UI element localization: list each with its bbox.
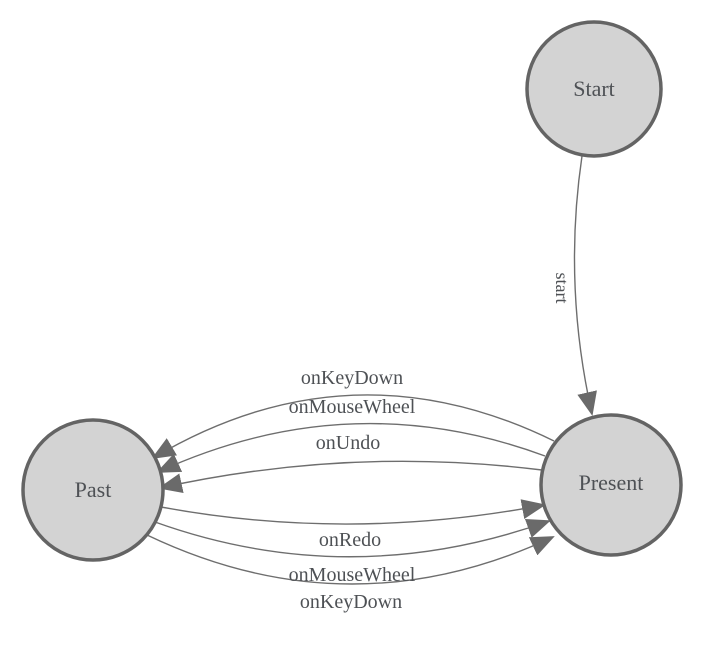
- node-past-label: Past: [75, 477, 112, 502]
- edge-label-onmousewheel-to-past: onMouseWheel: [289, 396, 416, 418]
- edge-label-onkeydown-to-present: onKeyDown: [300, 591, 402, 613]
- edge-label-start: start: [552, 273, 572, 304]
- edge-onmousewheel-to-past: [156, 422, 546, 473]
- node-present[interactable]: [539, 413, 683, 557]
- edge-onmousewheel-to-present: [154, 518, 551, 558]
- edge-onredo-to-present: [160, 499, 546, 525]
- edge-label-layer: start onKeyDown onMouseWheel onUndo onRe…: [289, 273, 572, 614]
- node-past[interactable]: [21, 418, 165, 562]
- node-start-label: Start: [573, 76, 615, 101]
- node-present-label: Present: [579, 470, 644, 495]
- edge-onkeydown-to-past: [151, 394, 555, 460]
- edge-onkeydown-to-present: [146, 534, 555, 585]
- edge-start-transition: [573, 155, 597, 416]
- edge-label-onundo-to-past: onUndo: [316, 432, 380, 454]
- edge-layer: [146, 155, 597, 585]
- edge-onundo-to-past: [158, 460, 543, 494]
- edge-label-onmousewheel-to-present: onMouseWheel: [289, 564, 416, 586]
- node-label-layer: Start Present Past: [75, 76, 644, 502]
- edge-label-onredo-to-present: onRedo: [319, 529, 381, 551]
- node-start[interactable]: [525, 20, 663, 158]
- edge-label-onkeydown-to-past: onKeyDown: [301, 367, 403, 389]
- node-layer: [21, 20, 683, 562]
